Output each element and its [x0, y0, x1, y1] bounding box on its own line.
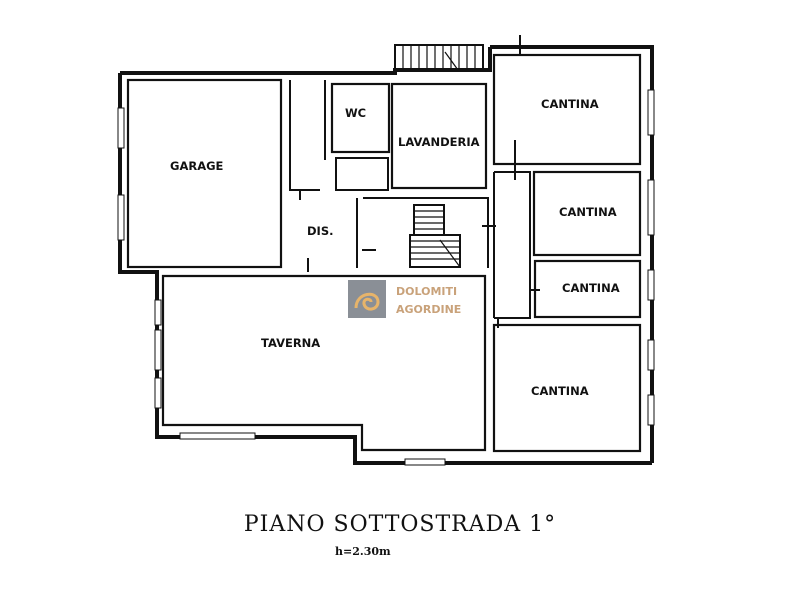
wc-room: [330, 82, 391, 154]
door-marks: [299, 190, 540, 328]
watermark-line1: DOLOMITI: [396, 285, 457, 298]
lavanderia-label: LAVANDERIA: [398, 135, 480, 149]
cantina-label-2: CANTINA: [559, 205, 617, 219]
interior-walls: [289, 35, 531, 319]
cantina-label-4: CANTINA: [531, 384, 589, 398]
cantina-label-3: CANTINA: [562, 281, 620, 295]
dis-label: DIS.: [307, 224, 333, 238]
lavanderia-room: [390, 82, 488, 190]
internal-stair: [409, 204, 461, 268]
watermark-line2: AGORDINE: [396, 303, 461, 316]
garage-room: [126, 78, 283, 269]
floor-title: PIANO SOTTOSTRADA 1°: [243, 512, 557, 537]
watermark: DOLOMITI AGORDINE: [348, 280, 461, 318]
taverna-room: [161, 274, 487, 452]
wc-label: WC: [345, 106, 366, 120]
garage-label: GARAGE: [170, 159, 224, 173]
external-stair: [394, 44, 484, 71]
floor-height: h=2.30m: [335, 545, 391, 558]
cantina-room-1: [492, 53, 642, 166]
windows: [117, 89, 655, 466]
cantina-room-2: [532, 170, 642, 257]
cantina-label-1: CANTINA: [541, 97, 599, 111]
cantina-room-4: [492, 323, 642, 453]
taverna-label: TAVERNA: [261, 336, 320, 350]
